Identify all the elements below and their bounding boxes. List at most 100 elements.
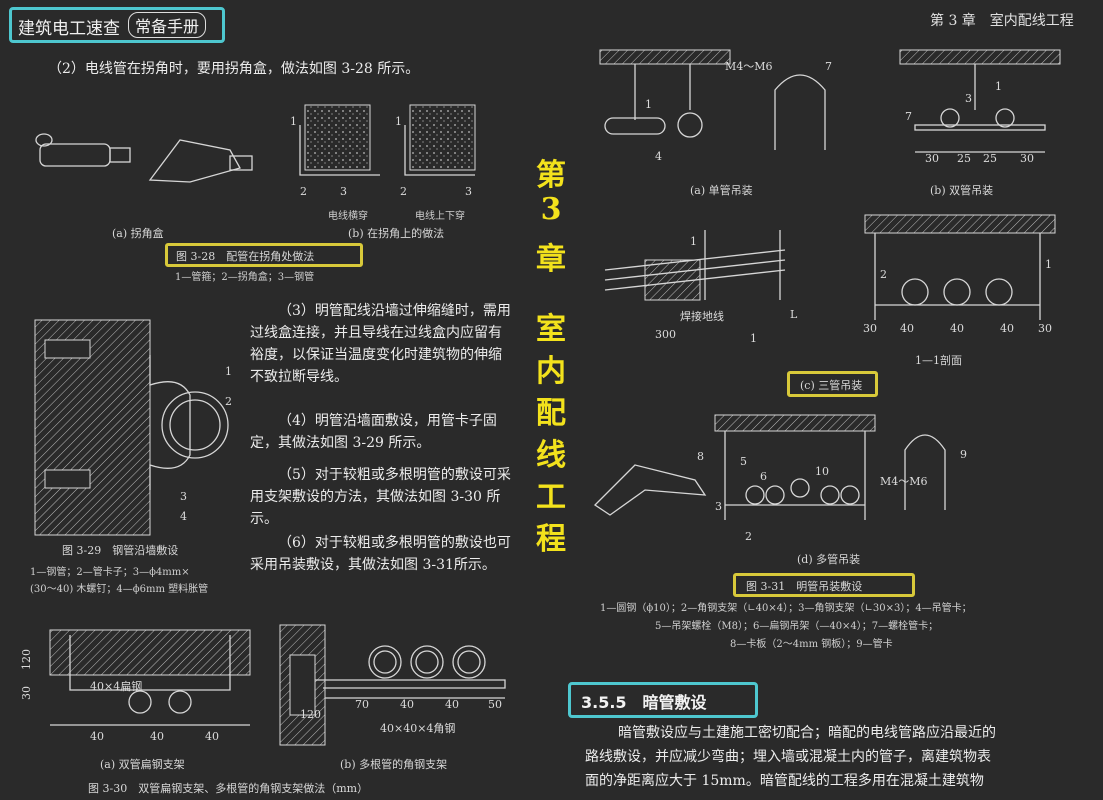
- fig-3-31-sub-b: (b) 双管吊装: [930, 184, 994, 197]
- svg-text:3: 3: [715, 500, 722, 513]
- label-flat-steel: 40×4扁钢: [90, 680, 142, 693]
- svg-text:1: 1: [1045, 258, 1052, 271]
- fig-3-31c-drawing: 焊接地线 300 L 1 1: [604, 230, 798, 345]
- fig-3-30a-drawing: 120 30 40×4扁钢 40 40 40: [20, 629, 251, 743]
- fig-3-31-legend-1: 1—圆钢（ϕ10）；2—角钢支架（∟40×4）；3—角钢支架（∟30×3）；4—…: [600, 603, 972, 614]
- fig-3-30-sub-b: (b) 多根管的角钢支架: [340, 758, 448, 771]
- banner-char: 室: [536, 312, 566, 347]
- fig-3-28a-drawing: [35, 133, 253, 183]
- svg-text:6: 6: [760, 470, 767, 483]
- para-4: （4）明管沿墙面敷设，用管卡子固定，其做法如图 3-29 所示。: [250, 413, 497, 451]
- svg-text:1: 1: [995, 80, 1002, 93]
- svg-text:7: 7: [905, 110, 912, 123]
- dim-c31-4: 40: [1000, 322, 1014, 335]
- svg-text:4: 4: [180, 510, 187, 523]
- section-title-box: 3.5.5 暗管敷设: [568, 682, 758, 718]
- svg-text:2: 2: [745, 530, 752, 543]
- dim-c31-5: 30: [1038, 322, 1052, 335]
- dim-b31-4: 30: [1020, 152, 1034, 165]
- dim-b-2: 40: [400, 698, 414, 711]
- para-2: （2）电线管在拐角时，要用拐角盒，做法如图 3-28 所示。: [48, 61, 420, 77]
- fig-3-30-sub-a: (a) 双管扁钢支架: [100, 758, 185, 771]
- weld-label: 焊接地线: [680, 309, 724, 323]
- svg-text:2: 2: [400, 185, 407, 198]
- label-angle-steel: 40×40×4角钢: [380, 722, 455, 735]
- svg-text:3: 3: [965, 92, 972, 105]
- banner-char: 配: [536, 396, 566, 431]
- banner-char: 线: [536, 438, 566, 473]
- fig-3-29-drawing: 1 2 3 4: [34, 319, 232, 536]
- svg-text:1: 1: [395, 115, 402, 128]
- svg-text:3: 3: [340, 185, 347, 198]
- banner-char: 程: [536, 522, 566, 557]
- dim-L: L: [790, 308, 798, 321]
- fig-3-31-caption-box: 图 3-31 明管吊装敷设: [733, 573, 915, 597]
- section-label: 1—1剖面: [915, 354, 962, 367]
- dim-120-a: 120: [20, 649, 33, 670]
- running-head: 第 3 章 室内配线工程: [930, 13, 1074, 29]
- fig-3-29-legend-2: (30～40) 木螺钉；4—ϕ6mm 塑料胀管: [30, 584, 209, 595]
- dim-b31-3: 25: [983, 152, 997, 165]
- dim-b-3: 40: [445, 698, 459, 711]
- fig-3-30b-drawing: 120 70 40 40 50 40×40×4角钢: [279, 624, 506, 746]
- section-title: 3.5.5 暗管敷设: [581, 693, 707, 712]
- banner-char: 章: [536, 242, 566, 277]
- bolt-label-d: M4～M6: [880, 475, 928, 488]
- fig-3-28-sub-b: (b) 在拐角上的做法: [348, 227, 445, 240]
- svg-text:1: 1: [690, 235, 697, 248]
- dim-a-1: 40: [90, 730, 104, 743]
- fig-3-31-legend-3: 8—卡板（2～4mm 钢板）；9—管卡: [730, 639, 893, 650]
- label-cross: 电线横穿: [328, 211, 368, 222]
- label-updown: 电线上下穿: [415, 211, 465, 222]
- fig-3-30-caption: 图 3-30 双管扁钢支架、多根管的角钢支架做法（mm）: [88, 782, 369, 795]
- banner-char: 3: [540, 192, 562, 227]
- svg-text:1: 1: [645, 98, 652, 111]
- banner-char: 工: [536, 480, 566, 515]
- dim-300: 300: [655, 328, 676, 341]
- fig-3-31-sub-c: (c) 三管吊装: [800, 379, 863, 392]
- bolt-label-a: M4～M6: [725, 60, 773, 73]
- right-para-2: 路线敷设，并应减少弯曲；埋入墙或混凝土内的管子，离建筑物表: [585, 749, 991, 765]
- svg-text:2: 2: [225, 395, 232, 408]
- book-title-box: 建筑电工速查 常备手册: [9, 7, 225, 43]
- dim-c31-1: 30: [863, 322, 877, 335]
- chapter-banner: 第 3 章 室 内 配 线 工 程: [526, 150, 576, 557]
- right-para-1: 暗管敷设应与土建施工密切配合；暗配的电线管路应沿最近的: [618, 725, 996, 741]
- svg-text:3: 3: [465, 185, 472, 198]
- fig-3-31-sub-a: (a) 单管吊装: [690, 184, 753, 197]
- fig-3-28-sub-a: (a) 拐角盒: [112, 227, 164, 240]
- right-para-3: 面的净距离应大于 15mm。暗管配线的工程多用在混凝土建筑物: [585, 773, 984, 789]
- fig-3-31-sub-d: (d) 多管吊装: [797, 553, 861, 566]
- para-5: （5）对于较粗或多根明管的敷设可采用支架敷设的方法，其做法如图 3-30 所示。: [250, 467, 511, 527]
- dim-b-4: 50: [488, 698, 502, 711]
- dim-a-2: 40: [150, 730, 164, 743]
- svg-text:1: 1: [290, 115, 297, 128]
- dim-b31-1: 30: [925, 152, 939, 165]
- fig-3-31a-drawing: M4～M6 147: [599, 49, 832, 163]
- svg-text:2: 2: [300, 185, 307, 198]
- svg-text:5: 5: [740, 455, 747, 468]
- dim-b-1: 70: [355, 698, 369, 711]
- fig-3-29-legend-1: 1—钢管；2—管卡子；3—ϕ4mm×: [30, 567, 190, 578]
- dim-30: 30: [20, 686, 33, 700]
- svg-text:9: 9: [960, 448, 967, 461]
- book-title: 建筑电工速查: [18, 19, 120, 39]
- para-6: （6）对于较粗或多根明管的敷设也可采用吊装敷设，其做法如图 3-31所示。: [250, 535, 511, 573]
- fig-3-31b-drawing: 30 25 25 30 137: [899, 49, 1061, 165]
- fig-3-28-caption: 图 3-28 配管在拐角处做法: [176, 250, 315, 263]
- fig-3-31-legend-2: 5—吊架螺栓（M8）；6—扁钢吊架（—40×4）；7—螺栓管卡；: [655, 621, 939, 632]
- svg-text:2: 2: [880, 268, 887, 281]
- fig-3-31c-section: 30 40 40 40 30 12: [863, 214, 1056, 335]
- fig-3-28-legend: 1—管箍；2—拐角盒；3—钢管: [175, 272, 315, 283]
- svg-text:1: 1: [225, 365, 232, 378]
- fig-3-29-caption: 图 3-29 钢管沿墙敷设: [62, 544, 179, 557]
- svg-text:8: 8: [697, 450, 704, 463]
- banner-char: 第: [536, 158, 566, 193]
- dim-c31-3: 40: [950, 322, 964, 335]
- svg-text:3: 3: [180, 490, 187, 503]
- fig-3-28-caption-box: 图 3-28 配管在拐角处做法: [165, 243, 363, 267]
- svg-text:1: 1: [750, 332, 757, 345]
- svg-text:7: 7: [825, 60, 832, 73]
- fig-3-31-caption: 图 3-31 明管吊装敷设: [746, 580, 863, 593]
- fig-3-31-sub-c-box: (c) 三管吊装: [787, 371, 878, 397]
